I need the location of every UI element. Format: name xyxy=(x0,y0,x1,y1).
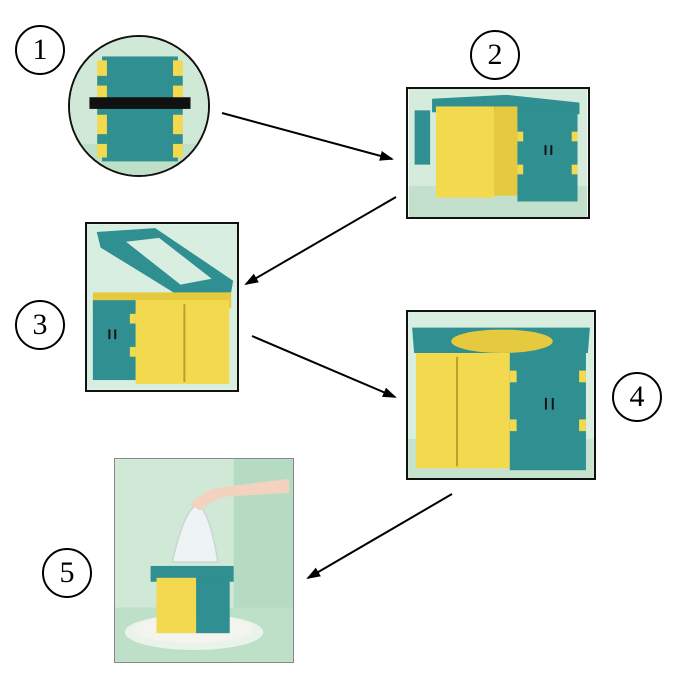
step-number-3: 3 xyxy=(15,300,65,350)
box-lid-opening-icon xyxy=(87,224,237,390)
step-number-2: 2 xyxy=(470,30,520,80)
folded-box-strapped-icon xyxy=(70,37,208,175)
step-3-panel xyxy=(85,222,239,392)
step-number-5: 5 xyxy=(42,548,92,598)
step-number-2-text: 2 xyxy=(487,38,503,71)
step-number-4-text: 4 xyxy=(629,380,645,413)
assembled-toilet-icon xyxy=(408,312,594,478)
step-number-3-text: 3 xyxy=(32,308,48,341)
toilet-with-bag-icon xyxy=(115,459,293,662)
step-1-panel xyxy=(68,35,210,177)
arrow-4-to-5 xyxy=(306,493,453,580)
step-number-1-text: 1 xyxy=(32,33,48,66)
arrow-2-to-3 xyxy=(244,196,397,286)
arrow-3-to-4 xyxy=(251,335,397,398)
step-5-panel xyxy=(114,458,294,663)
arrow-1-to-2 xyxy=(221,112,394,161)
box-unfolding-icon xyxy=(408,89,588,217)
step-number-5-text: 5 xyxy=(59,556,75,589)
step-2-panel xyxy=(406,87,590,219)
step-4-panel xyxy=(406,310,596,480)
step-number-4: 4 xyxy=(612,372,662,422)
step-number-1: 1 xyxy=(15,25,65,75)
